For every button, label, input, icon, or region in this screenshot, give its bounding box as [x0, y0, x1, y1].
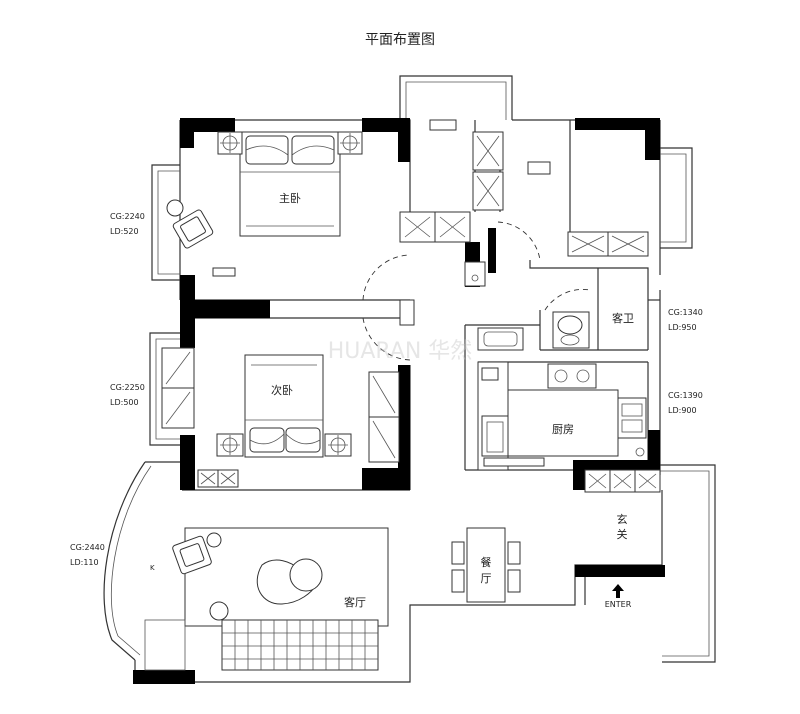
window-spec-kitchen-ld: LD:900 — [668, 406, 697, 415]
doors — [362, 221, 591, 361]
room-label-entrance-2: 关 — [617, 527, 628, 541]
watermark: HUARAN 华然 — [328, 339, 473, 364]
sofa-grid — [222, 620, 378, 670]
master-bedroom-furniture — [166, 119, 471, 277]
room-label-second-bedroom: 次卧 — [271, 383, 293, 397]
misc-mark: K — [150, 564, 155, 572]
second-bedroom-furniture — [161, 347, 400, 488]
window-spec-bath-cg: CG:1340 — [668, 308, 703, 317]
entry-arrow-icon — [612, 584, 624, 598]
window-spec-master-ld: LD:520 — [110, 227, 139, 236]
window-spec-master-cg: CG:2240 — [110, 212, 145, 221]
window-spec-living-cg: CG:2440 — [70, 543, 105, 552]
entrance-cabinets — [584, 469, 661, 493]
window-spec-bath-ld: LD:950 — [668, 323, 697, 332]
room-label-dining-2: 厅 — [481, 572, 492, 585]
window-spec-living-ld: LD:110 — [70, 558, 99, 567]
window-spec-kitchen-cg: CG:1390 — [668, 391, 703, 400]
bathroom-fixtures — [477, 311, 590, 351]
window-spec-second-ld: LD:500 — [110, 398, 139, 407]
room-label-dining-1: 餐 — [481, 555, 492, 569]
room-label-living-room: 客厅 — [344, 595, 366, 609]
living-room-furniture — [144, 527, 389, 671]
room-label-entrance-1: 玄 — [617, 512, 628, 526]
room-label-guest-bathroom: 客卫 — [612, 311, 634, 325]
plan-title: 平面布置图 — [365, 32, 435, 48]
entry-label: ENTER — [605, 600, 632, 609]
window-spec-second-cg: CG:2250 — [110, 383, 145, 392]
room-label-kitchen: 厨房 — [552, 423, 574, 436]
dining-set — [451, 527, 521, 603]
room-label-master-bedroom: 主卧 — [279, 192, 301, 205]
kitchen-fixtures — [477, 361, 647, 471]
hallway-cabinets — [464, 131, 649, 287]
